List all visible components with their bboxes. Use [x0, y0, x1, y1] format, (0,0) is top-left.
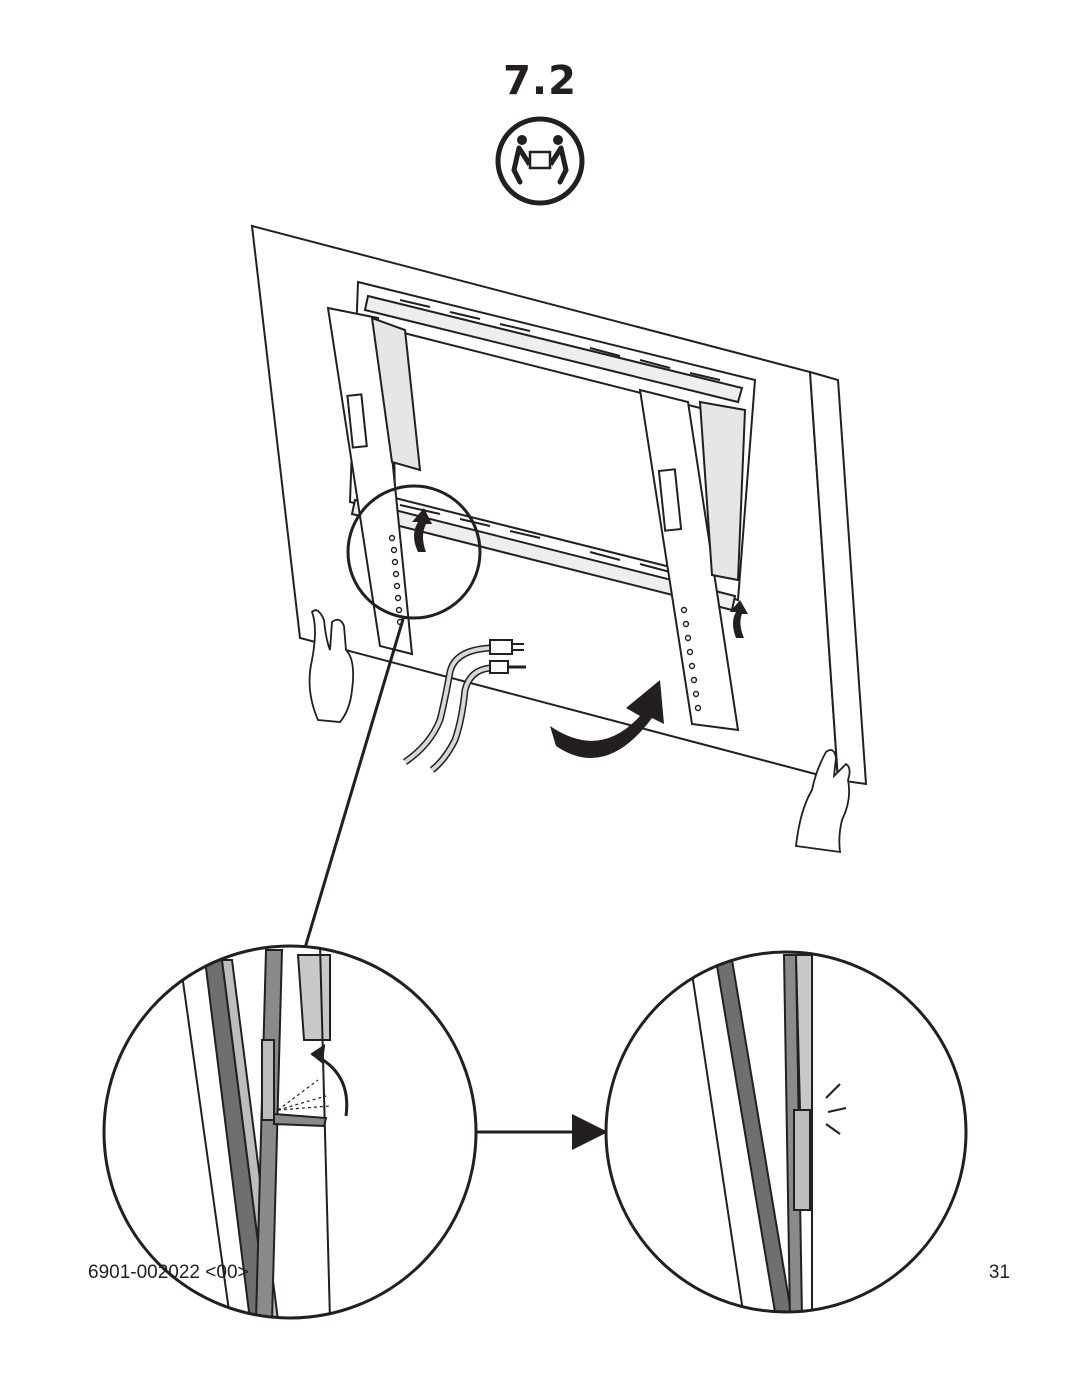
- page-number: 31: [988, 1262, 1010, 1283]
- detail-view-after: [604, 950, 968, 1314]
- step-number: 7.2: [503, 58, 577, 104]
- curved-arrow-icon: [550, 680, 664, 759]
- cables: [402, 639, 526, 773]
- detail-view-before: [102, 944, 478, 1320]
- leader-line: [300, 615, 406, 959]
- left-bracket: [326, 306, 422, 656]
- right-bracket: [638, 388, 747, 732]
- left-hand: [308, 609, 355, 723]
- lift-arrow-icon: [412, 508, 748, 638]
- click-indicator-icon: [825, 1083, 847, 1135]
- document-code: 6901-002022 <00>: [88, 1262, 249, 1283]
- right-hand: [795, 749, 851, 854]
- detail-callout-circle: [346, 484, 482, 620]
- two-person-lift-icon: [495, 116, 585, 206]
- wall-plate: [348, 280, 757, 612]
